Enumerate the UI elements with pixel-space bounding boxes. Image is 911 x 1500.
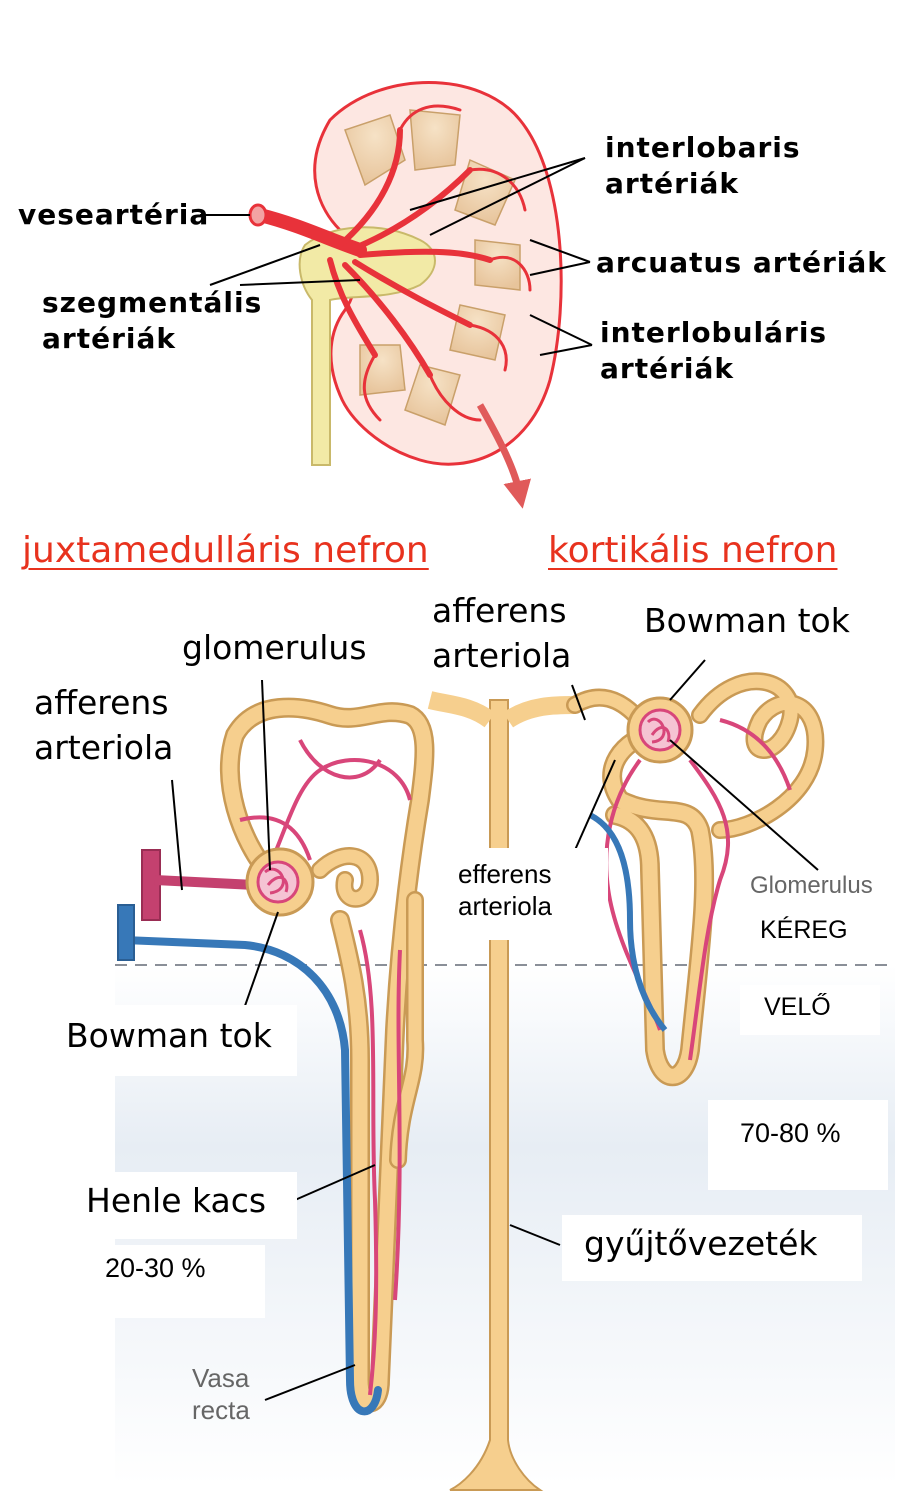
label-szegmentalis-line1: szegmentális [42,286,263,319]
label-bowman-left: Bowman tok [60,1005,297,1076]
label-vasa-recta-line2: recta [192,1395,250,1425]
label-interlobularis-line2: artériák [600,352,734,385]
label-efferens-line2: arteriola [458,891,552,921]
title-juxtamedullaris: juxtamedulláris nefron [22,530,429,571]
label-efferens: efferens arteriola [440,848,608,940]
zoom-arrow [476,403,531,509]
label-afferens-left-line1: afferens [34,683,169,722]
label-bowman-right: Bowman tok [640,598,854,643]
vasa-recta [117,904,382,1416]
label-afferens-mid: afferens arteriola [428,588,576,678]
label-vasa-recta-line1: Vasa [192,1363,250,1393]
renal-arteries [248,104,532,422]
label-gyujtovezetek: gyűjtővezeték [562,1215,862,1281]
label-szegmentalis: szegmentális artériák [42,285,262,357]
label-henle: Henle kacs [80,1172,297,1239]
label-interlobularis-line1: interlobuláris [600,316,828,349]
label-percent-cortical: 70-80 % [708,1100,888,1190]
label-interlobaris: interlobaris artériák [605,130,801,202]
afferent-artery-stub [141,849,256,921]
label-interlobularis: interlobuláris artériák [600,315,827,387]
glomerulus-juxtamedullary [245,847,315,917]
label-interlobaris-line2: artériák [605,167,739,200]
juxtamedullary-capillaries [239,739,412,1396]
kidney-cross-section [200,81,593,509]
nephron-leader-lines [171,659,819,1401]
renal-pyramids [344,109,521,426]
label-arcuatus: arcuatus artériák [596,246,887,279]
cortical-tubules [566,672,825,1086]
label-afferens-mid-line1: afferens [432,591,567,630]
label-glomerulus-right: Glomerulus [750,872,873,899]
label-afferens-left-line2: arteriola [34,728,174,767]
label-vesearteria: veseartéria [18,198,210,231]
label-afferens-left: afferens arteriola [30,680,178,770]
label-glomerulus-left: glomerulus [178,625,371,670]
kidney-leader-lines [200,157,593,356]
label-percent-juxtamedullary: 20-30 % [105,1245,265,1318]
label-velo: VELŐ [740,985,880,1035]
glomerulus-cortical [626,696,694,764]
label-efferens-line1: efferens [458,859,552,889]
label-kereg: KÉREG [740,910,880,955]
label-szegmentalis-line2: artériák [42,322,176,355]
title-kortikalis: kortikális nefron [548,530,838,571]
label-vasa-recta: Vasa recta [192,1362,250,1426]
label-afferens-mid-line2: arteriola [432,636,572,675]
cortical-vein [588,812,668,1032]
label-interlobaris-line1: interlobaris [605,131,801,164]
